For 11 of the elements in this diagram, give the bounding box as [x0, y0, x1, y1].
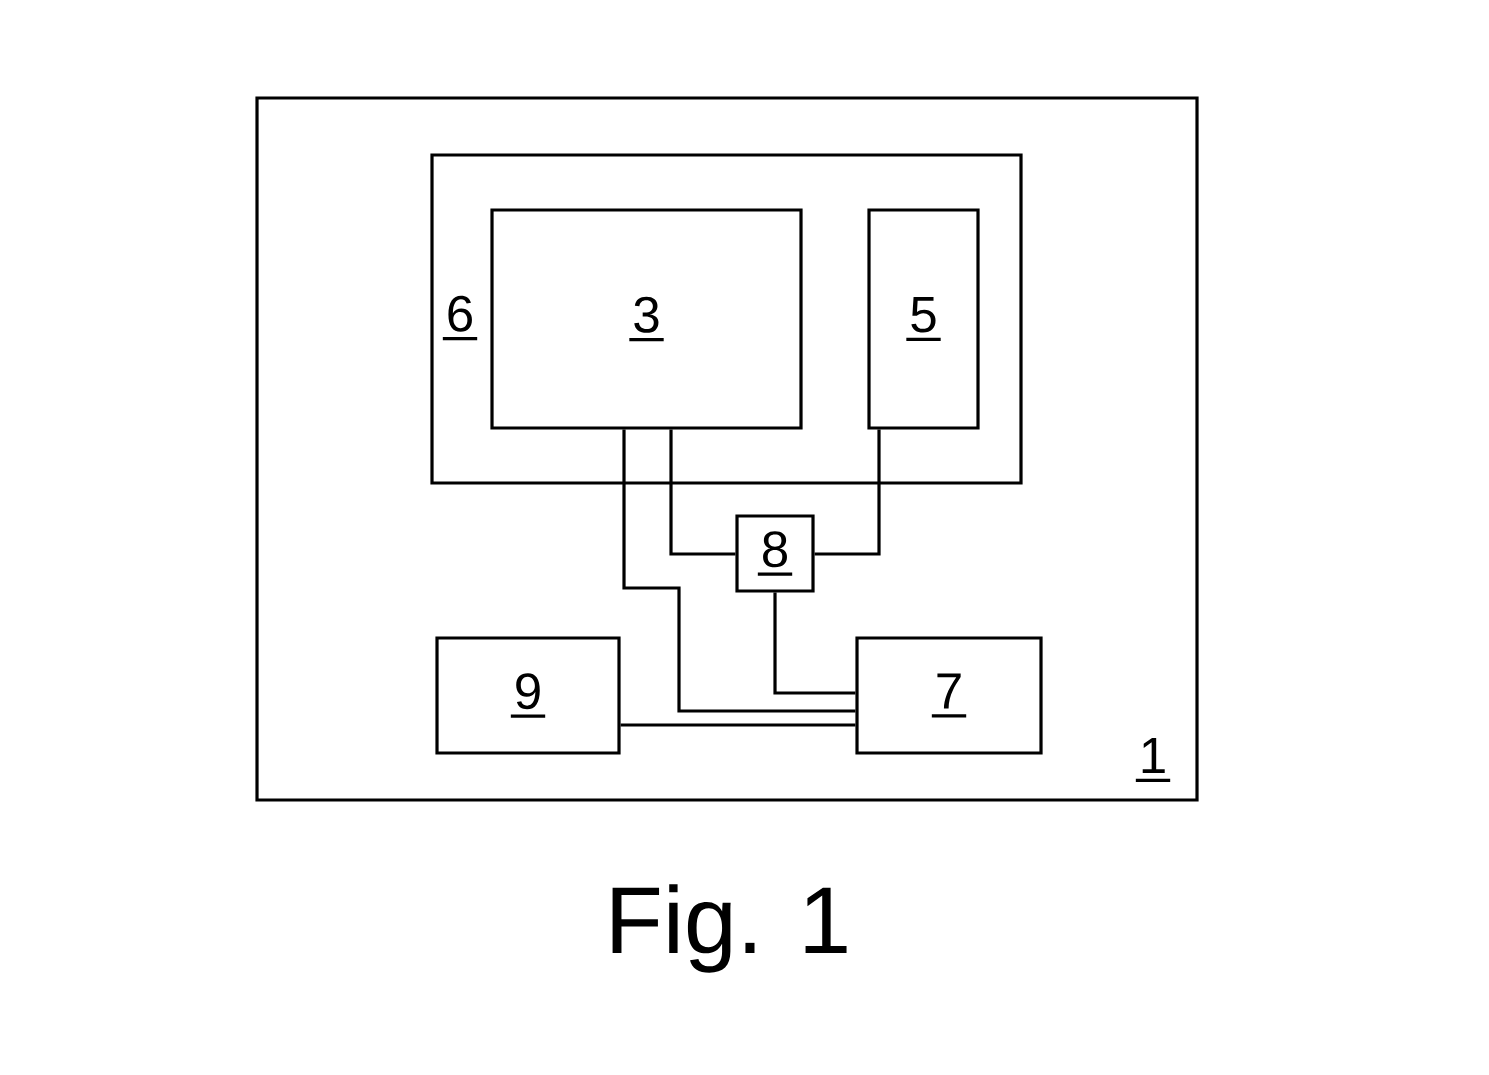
component-box: 3	[490, 208, 803, 430]
connector-line	[814, 429, 881, 556]
figure-caption: Fig. 1	[612, 884, 847, 973]
connector-line	[620, 723, 856, 727]
connector-line	[773, 592, 856, 695]
component-box: 5	[867, 208, 980, 430]
connector-line	[669, 429, 736, 556]
component-box: 9	[435, 636, 621, 755]
connector-line	[622, 429, 856, 713]
component-box: 7	[855, 636, 1043, 755]
component-box: 8	[735, 514, 815, 593]
